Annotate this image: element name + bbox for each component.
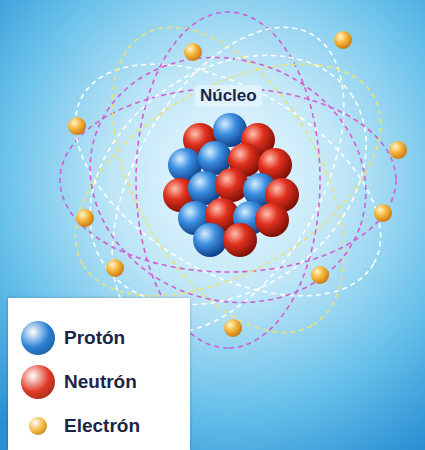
- legend-swatch: [29, 417, 47, 435]
- electrons: [68, 31, 407, 337]
- nucleus: [163, 113, 299, 257]
- legend-text: Electrón: [64, 415, 140, 437]
- legend-text: Protón: [64, 327, 125, 349]
- legend-item: Protón: [8, 316, 190, 360]
- part-label: Núcleo: [195, 85, 262, 107]
- legend-swatch: [21, 321, 55, 355]
- legend-text: Neutrón: [64, 371, 137, 393]
- legend-item: Neutrón: [8, 360, 190, 404]
- legend-item: Electrón: [8, 404, 190, 448]
- legend-swatch: [21, 365, 55, 399]
- legend-panel: ProtónNeutrónElectrón: [8, 298, 190, 450]
